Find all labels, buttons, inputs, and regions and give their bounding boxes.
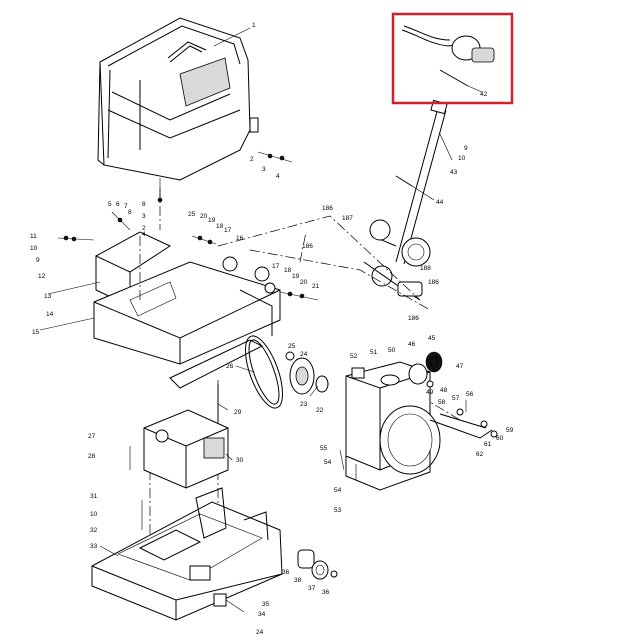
callout-25: 25 [288, 343, 296, 350]
callout-20: 20 [300, 279, 308, 286]
callout-14: 14 [46, 311, 54, 318]
callout-33: 33 [90, 543, 98, 550]
callout-36: 36 [282, 569, 290, 576]
callout-47: 47 [456, 363, 464, 370]
callout-55: 55 [320, 445, 328, 452]
callout-186: 186 [302, 243, 313, 250]
callout-18: 18 [284, 267, 292, 274]
callout-48: 48 [440, 387, 448, 394]
callout-37: 37 [308, 585, 316, 592]
callout-45: 45 [428, 335, 436, 342]
callout-8: 8 [128, 209, 132, 216]
callout-12: 12 [38, 273, 46, 280]
callout-186: 186 [428, 279, 439, 286]
callout-186: 186 [408, 315, 419, 322]
callout-8: 8 [142, 201, 146, 208]
callout-32: 32 [90, 527, 98, 534]
callout-3: 3 [142, 213, 146, 220]
callout-6: 6 [116, 201, 120, 208]
callout-52: 52 [350, 353, 358, 360]
callout-3: 3 [262, 166, 266, 173]
callout-49: 49 [426, 389, 434, 396]
callout-22: 22 [316, 407, 324, 414]
callout-10: 10 [90, 511, 98, 518]
callout-44: 44 [436, 199, 444, 206]
callout-56: 56 [466, 391, 474, 398]
callout-60: 60 [496, 435, 504, 442]
callout-2: 2 [250, 156, 254, 163]
callout-30: 30 [236, 457, 244, 464]
callout-46: 46 [408, 341, 416, 348]
callout-29: 29 [234, 409, 242, 416]
callout-24: 24 [256, 629, 264, 636]
callout-4: 4 [276, 173, 280, 180]
base-plate [91, 487, 283, 621]
callout-21: 21 [312, 283, 320, 290]
callout-17: 17 [224, 227, 232, 234]
callout-15: 15 [32, 329, 40, 336]
callout-57: 57 [452, 395, 460, 402]
callout-9: 9 [464, 145, 468, 152]
callout-54: 54 [334, 487, 342, 494]
callout-17: 17 [272, 263, 280, 270]
clutch [408, 351, 443, 388]
callout-34: 34 [258, 611, 266, 618]
callout-labels: 1 2 3 4 8 3 2 4 5 6 7 8 11 10 9 12 13 14… [30, 22, 514, 636]
callout-2: 2 [142, 225, 146, 232]
belt-pulley [245, 335, 329, 409]
callout-11: 11 [30, 233, 37, 240]
hardware [57, 133, 453, 613]
callout-35: 35 [262, 601, 270, 608]
callout-61: 61 [484, 441, 492, 448]
callout-186: 186 [322, 205, 333, 212]
roll-cage [97, 17, 259, 203]
callout-25: 25 [188, 211, 196, 218]
callout-27: 27 [88, 433, 96, 440]
callout-10: 10 [30, 245, 38, 252]
callout-1: 1 [252, 22, 256, 29]
callout-62: 62 [476, 451, 484, 458]
callout-188: 188 [420, 265, 431, 272]
callout-4: 4 [142, 231, 146, 238]
callout-58: 58 [438, 399, 446, 406]
callout-53: 53 [334, 507, 342, 514]
exciter [143, 384, 229, 489]
callout-26: 26 [226, 363, 234, 370]
callout-59: 59 [506, 427, 514, 434]
handle-assembly [363, 25, 495, 301]
callout-5: 5 [108, 201, 112, 208]
callout-42: 42 [480, 91, 488, 98]
callout-24: 24 [300, 351, 308, 358]
callout-28: 28 [88, 453, 96, 460]
leader-lines [39, 27, 483, 557]
callout-51: 51 [370, 349, 378, 356]
engine [345, 361, 441, 491]
rubber-mounts [297, 549, 338, 580]
callout-50: 50 [388, 347, 396, 354]
callout-10: 10 [458, 155, 466, 162]
callout-31: 31 [90, 493, 98, 500]
callout-36: 36 [322, 589, 330, 596]
callout-43: 43 [450, 169, 458, 176]
callout-13: 13 [44, 293, 52, 300]
callout-16: 16 [236, 235, 244, 242]
callout-23: 23 [300, 401, 308, 408]
throttle-linkage [429, 400, 498, 439]
callout-19: 19 [292, 273, 300, 280]
callout-18: 18 [216, 223, 224, 230]
callout-187: 187 [342, 215, 353, 222]
highlight-box [391, 12, 514, 105]
callout-7: 7 [124, 203, 128, 210]
callout-19: 19 [208, 217, 216, 224]
callout-20: 20 [200, 213, 208, 220]
callout-54: 54 [324, 459, 332, 466]
main-frame [93, 231, 281, 389]
callout-9: 9 [36, 257, 40, 264]
callout-38: 38 [294, 577, 302, 584]
